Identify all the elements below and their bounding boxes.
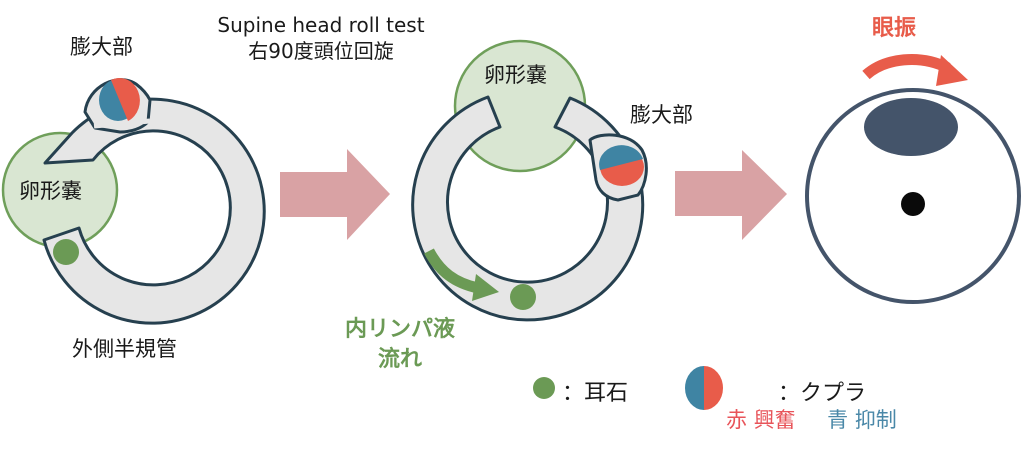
iris	[864, 98, 958, 156]
endolymph-flow-arrow	[424, 248, 480, 294]
title-line-2: 右90度頭位回旋	[248, 39, 394, 63]
cupula-left	[99, 77, 140, 121]
legend-cupula-label: ：クプラ	[778, 381, 867, 406]
endolymph-flow-label: 内リンパ液 流れ	[325, 315, 475, 375]
legend-red-meaning: 興奮	[753, 408, 796, 432]
semicircular-canal-middle	[411, 95, 645, 322]
eye-diagram	[805, 54, 1021, 304]
otolith-middle	[510, 284, 536, 310]
step-arrow-1	[280, 149, 390, 240]
page-title: Supine head roll test 右90度頭位回旋	[196, 12, 446, 64]
title-line-1: Supine head roll test	[217, 13, 425, 37]
cupula-middle	[599, 145, 644, 186]
left-utricle-label: 卵形嚢	[19, 179, 82, 203]
nystagmus-label: 眼振	[872, 16, 917, 41]
legend-blue-meaning: 抑制	[854, 408, 897, 432]
flow-label-line-1: 内リンパ液	[344, 317, 455, 342]
left-diagram	[1, 77, 266, 325]
nystagmus-arrow	[862, 54, 951, 80]
flow-label-line-2: 流れ	[377, 347, 422, 372]
left-ampulla-label: 膨大部	[70, 35, 133, 59]
step-arrow-2	[675, 150, 787, 240]
pupil	[901, 192, 925, 216]
middle-diagram	[411, 39, 648, 322]
legend-blue-word: 青	[827, 408, 849, 432]
legend-otolith-label: ：耳石	[562, 381, 629, 406]
middle-ampulla-label: 膨大部	[630, 103, 693, 127]
legend-cupula-icon	[685, 366, 723, 410]
middle-utricle-label: 卵形嚢	[484, 63, 547, 87]
legend-cupula-key: 赤 興奮 青 抑制	[726, 404, 897, 434]
legend-red-word: 赤	[726, 408, 747, 432]
otolith-left	[53, 239, 79, 265]
canal-label: 外側半規管	[72, 337, 177, 361]
semicircular-canal-left	[42, 97, 266, 325]
legend	[533, 366, 723, 410]
legend-otolith-icon	[533, 377, 555, 399]
